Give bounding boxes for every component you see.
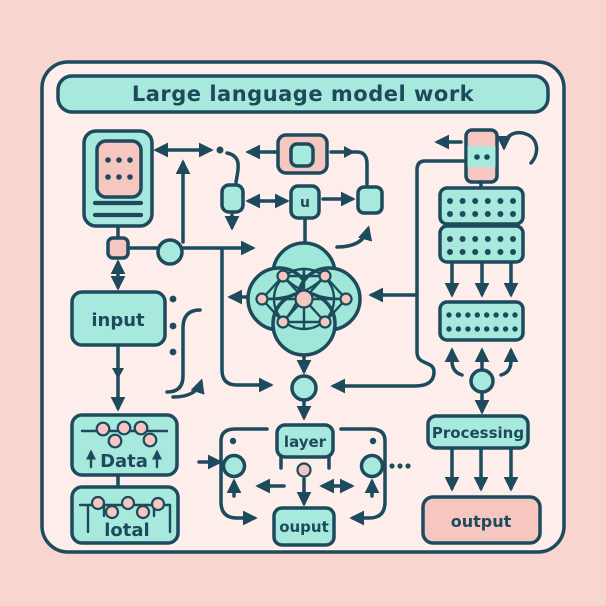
layer-loop-right — [339, 427, 387, 526]
ellipsis-dots-icon — [169, 295, 177, 356]
layer-node: layer — [275, 423, 335, 459]
mid-arrowhead — [344, 146, 355, 158]
u-label: u — [300, 195, 310, 211]
loop-circle-right — [359, 453, 385, 479]
token-square-u: u — [289, 184, 321, 220]
neural-network-icon — [246, 241, 362, 357]
matrix-box-1 — [438, 186, 525, 226]
arrow-up-into-matrix3 — [444, 347, 464, 377]
token-frame-node — [276, 133, 329, 175]
dot-matrix-icon — [447, 236, 516, 255]
long-elbow-to-hub — [330, 159, 466, 394]
bracket-curve — [165, 308, 202, 394]
processing-hub-circle — [469, 368, 495, 394]
total-label: lotal — [104, 520, 149, 541]
arrow-feeder-to-hub — [220, 248, 274, 393]
ouput-label: ouput — [279, 518, 329, 536]
page-title: Large language model work — [132, 82, 475, 106]
processing-box — [426, 414, 530, 450]
output-box — [421, 495, 542, 545]
loop-dot — [229, 437, 237, 445]
token-grid-icon — [95, 139, 143, 199]
loop-dot — [369, 437, 377, 445]
arrow-into-squareR — [335, 225, 373, 249]
ouput-node: ouput — [272, 506, 336, 547]
bead-dots — [95, 420, 158, 449]
processing-label: Processing — [432, 424, 524, 442]
junction-dot — [216, 146, 224, 154]
ellipsis-dots-icon — [389, 463, 411, 469]
token-right-elbow — [329, 150, 369, 186]
input-label: input — [91, 310, 145, 331]
phone-screen — [467, 146, 496, 167]
processing-node: Processing — [426, 414, 530, 450]
refresh-loop-icon — [496, 131, 539, 165]
ouput-box — [272, 506, 336, 547]
layer-box — [275, 423, 335, 459]
title-banner-shape — [56, 74, 550, 114]
arrow-curve-up — [171, 378, 205, 399]
phone-icon — [464, 128, 499, 184]
network-nodes — [255, 269, 353, 329]
dot-matrix-icon — [446, 312, 518, 332]
bead-dots — [90, 495, 166, 520]
dot-matrix-icon — [447, 198, 516, 217]
arrow-up-into-matrix3 — [499, 347, 519, 377]
output-node: output — [421, 495, 542, 545]
layer-pink-node — [296, 462, 312, 478]
data-label: Data — [100, 451, 148, 472]
data-node: Data — [70, 413, 179, 477]
junction-circle — [156, 238, 184, 266]
matrix-box-2 — [438, 224, 525, 264]
hub-circle — [290, 374, 318, 402]
mid-arrowhead — [112, 368, 124, 379]
loop-circle-left — [221, 453, 247, 479]
output-label: output — [451, 512, 512, 531]
layer-loop-left — [219, 427, 269, 526]
token-square-right — [356, 185, 384, 215]
total-node: lotal — [70, 485, 180, 545]
input-node: input — [70, 290, 167, 347]
inner-token-square — [289, 142, 315, 168]
title-banner: Large language model work — [56, 74, 550, 114]
layer-label: layer — [284, 433, 327, 451]
small-token-square — [106, 236, 130, 260]
token-square-left — [220, 183, 245, 214]
layer-stubs — [279, 455, 331, 470]
curve-dot-to-square — [225, 151, 240, 184]
document-card-icon — [82, 129, 154, 228]
dot-matrix-icon — [105, 157, 133, 180]
matrix-box-3 — [438, 300, 525, 342]
